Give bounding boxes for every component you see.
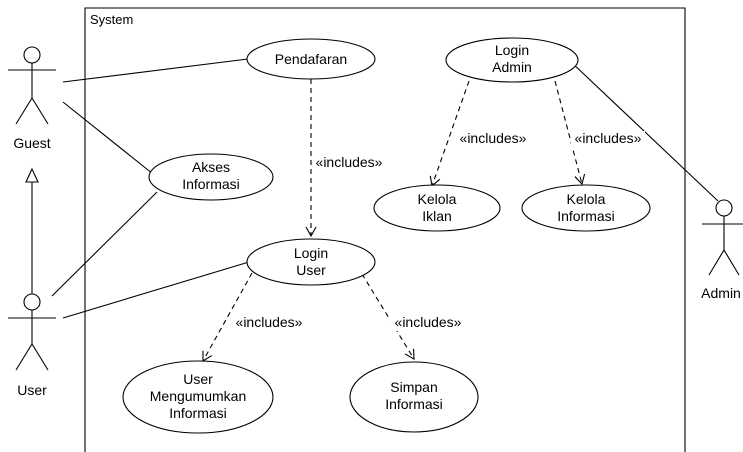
usecase-kelola-informasi: Kelola Informasi <box>521 184 651 232</box>
generalization-user-guest <box>25 167 39 294</box>
associations <box>51 58 719 319</box>
svg-text:Informasi: Informasi <box>385 396 443 412</box>
svg-text:Iklan: Iklan <box>422 208 452 224</box>
svg-text:Informasi: Informasi <box>182 176 240 192</box>
usecase-login-admin: Login Admin <box>445 37 579 83</box>
svg-text:Informasi: Informasi <box>169 405 227 421</box>
usecase-login-admin-line-2: Admin <box>492 59 532 75</box>
assoc-guest-pendafaran <box>62 58 249 83</box>
usecase-user-mengumumkan-informasi: User Mengumumkan Informasi <box>122 360 274 434</box>
assoc-user-login-user <box>62 261 250 319</box>
usecase-simpan-informasi: Simpan Informasi <box>349 361 479 433</box>
assoc-guest-akses-informasi <box>62 101 154 175</box>
include-label-pendafaran-login-user: «includes» <box>316 154 383 170</box>
usecase-akses-informasi-line-1: Akses <box>192 159 230 175</box>
svg-text:Login: Login <box>495 42 529 58</box>
svg-text:User: User <box>296 262 326 278</box>
svg-text:Pendafaran: Pendafaran <box>275 51 347 67</box>
include-label-login-user-mengumumkan: «includes» <box>236 314 303 330</box>
usecase-login-admin-line-1: Login <box>495 42 529 58</box>
usecase-simpan-informasi-line-1: Simpan <box>390 379 437 395</box>
usecase-akses-informasi-line-2: Informasi <box>182 176 240 192</box>
usecase-kelola-informasi-line-1: Kelola <box>567 191 606 207</box>
usecase-login-user-line-2: User <box>296 262 326 278</box>
usecase-user-mengumumkan-line-3: Informasi <box>169 405 227 421</box>
system-label: System <box>90 12 133 27</box>
include-arrow-login-user-simpan <box>361 273 415 360</box>
svg-text:Akses: Akses <box>192 159 230 175</box>
include-arrow-login-user-mengumumkan <box>202 272 253 362</box>
actor-admin-label: Admin <box>701 285 741 301</box>
svg-text:User: User <box>183 371 213 387</box>
usecase-kelola-iklan: Kelola Iklan <box>373 184 501 232</box>
usecase-kelola-iklan-line-2: Iklan <box>422 208 452 224</box>
assoc-user-akses-informasi <box>51 191 158 297</box>
user-stick-figure-icon <box>8 293 56 371</box>
svg-text:Mengumumkan: Mengumumkan <box>150 388 247 404</box>
svg-text:Kelola: Kelola <box>418 191 457 207</box>
usecase-simpan-informasi-line-2: Informasi <box>385 396 443 412</box>
include-label-login-admin-kelola-iklan: «includes» <box>460 130 527 146</box>
include-label-login-user-simpan: «includes» <box>395 314 462 330</box>
usecase-login-user-line-1: Login <box>294 245 328 261</box>
admin-stick-figure-icon <box>702 199 743 276</box>
usecase-pendafaran-line-1: Pendafaran <box>275 51 347 67</box>
svg-text:Informasi: Informasi <box>557 208 615 224</box>
usecase-user-mengumumkan-line-1: User <box>183 371 213 387</box>
svg-text:Admin: Admin <box>492 59 532 75</box>
svg-text:Kelola: Kelola <box>567 191 606 207</box>
include-dependencies <box>202 79 586 362</box>
usecase-kelola-iklan-line-1: Kelola <box>418 191 457 207</box>
actor-admin: Admin <box>701 199 743 301</box>
usecase-login-user: Login User <box>246 238 376 286</box>
svg-text:Login: Login <box>294 245 328 261</box>
svg-text:Simpan: Simpan <box>390 379 437 395</box>
usecase-akses-informasi: Akses Informasi <box>148 153 274 201</box>
include-label-login-admin-kelola-informasi: «includes» <box>575 130 642 146</box>
actor-guest: Guest <box>8 46 56 151</box>
actor-guest-label: Guest <box>13 135 50 151</box>
actor-user: User <box>8 293 56 398</box>
guest-stick-figure-icon <box>8 46 56 125</box>
usecase-kelola-informasi-line-2: Informasi <box>557 208 615 224</box>
actor-user-label: User <box>17 382 47 398</box>
include-labels: «includes» «includes» «includes» «includ… <box>231 130 645 331</box>
usecase-user-mengumumkan-line-2: Mengumumkan <box>150 388 247 404</box>
system-boundary: System <box>84 7 686 452</box>
usecase-pendafaran: Pendafaran <box>246 38 376 80</box>
include-arrow-login-admin-kelola-iklan <box>429 80 470 188</box>
